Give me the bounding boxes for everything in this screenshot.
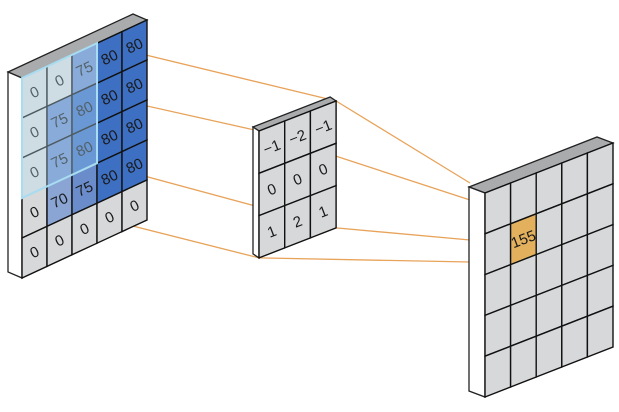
input-cell-value: 80 [124, 75, 146, 97]
input-cell-value: 80 [74, 138, 96, 160]
output-matrix: 155 [467, 136, 615, 399]
kernel-cell [309, 184, 337, 239]
kernel-cell-value: −1 [261, 137, 283, 159]
kernel-to-output-line [335, 100, 471, 184]
receptive-field-highlight [21, 41, 98, 200]
kernel-slab-side-edge [252, 125, 260, 260]
input-slab-side-edge [7, 71, 23, 279]
input-cell-value: 75 [74, 178, 96, 200]
input-cell [121, 178, 148, 233]
input-cell-value: 80 [99, 167, 121, 189]
input-cell-value: 80 [124, 35, 146, 57]
kernel-to-output-line [258, 257, 471, 263]
input-cell-value: 75 [49, 150, 71, 172]
kernel-cell-value: −2 [287, 127, 309, 149]
input-cell-value: 80 [124, 155, 146, 177]
kernel-cell-value: −1 [312, 117, 334, 139]
input-cell-value: 80 [74, 98, 96, 120]
input-cell-value: 70 [49, 190, 71, 212]
kernel-to-output-line [336, 227, 471, 241]
input-cell-value: 75 [74, 58, 96, 80]
input-cell-value: 80 [99, 47, 121, 69]
input-cell-value: 80 [99, 127, 121, 149]
input-cell-value: 80 [124, 115, 146, 137]
input-cell-value: 75 [49, 110, 71, 132]
output-slab-side-edge [468, 186, 486, 398]
input-cell-value: 80 [99, 87, 121, 109]
output-cell [586, 305, 614, 359]
